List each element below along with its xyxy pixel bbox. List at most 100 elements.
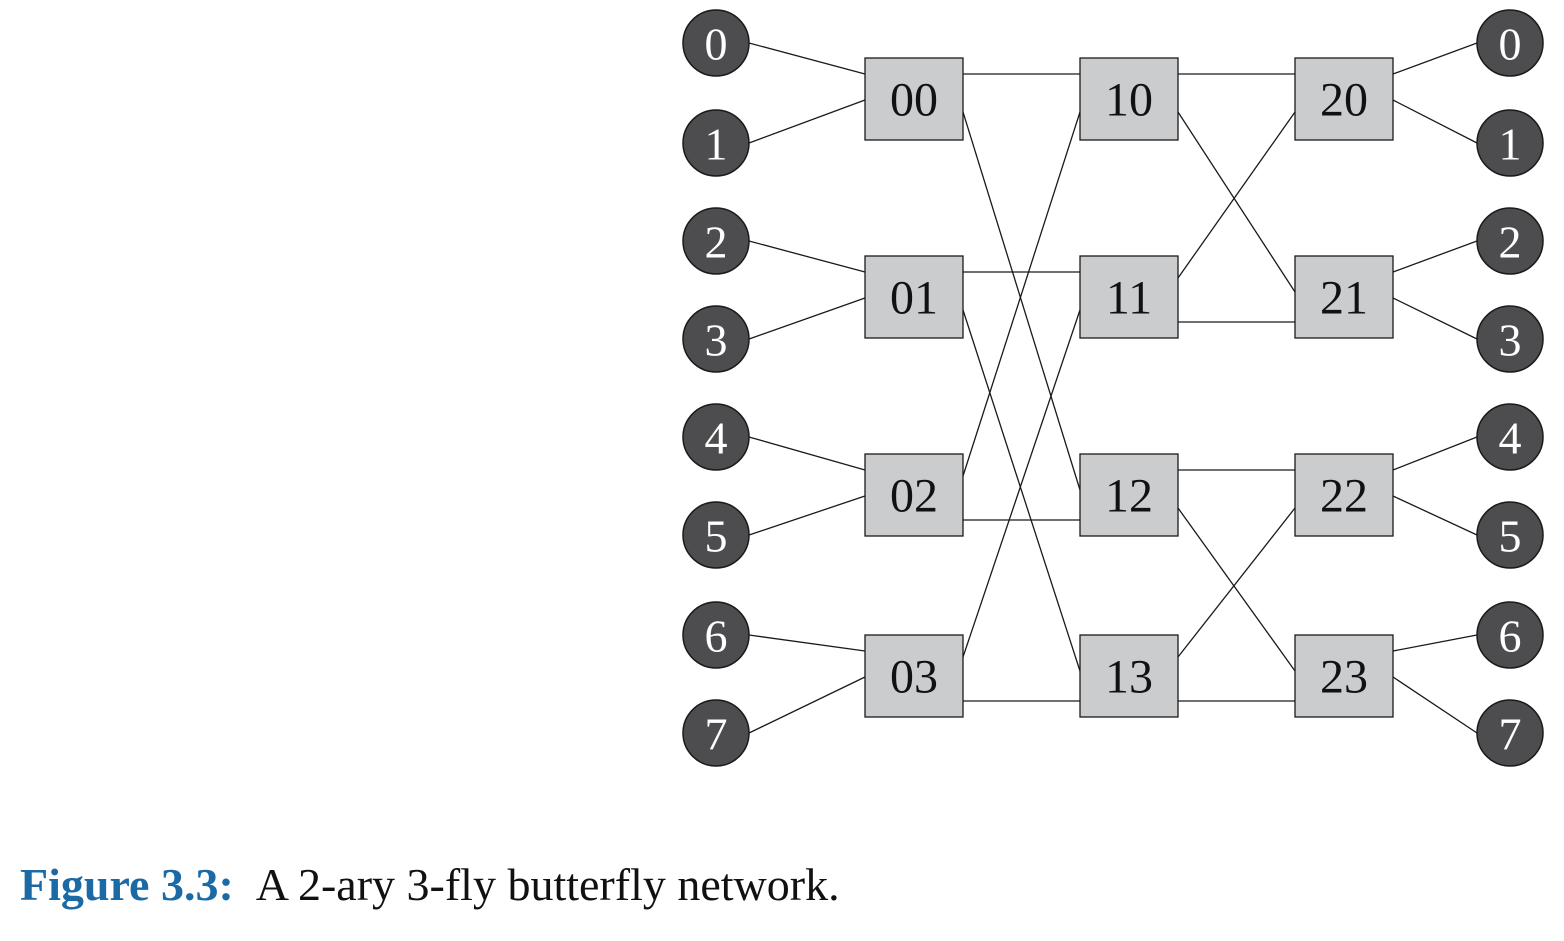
- input-terminal-1: 1: [682, 109, 750, 177]
- output-edge: [1392, 495, 1478, 536]
- switch-label: 10: [1105, 74, 1153, 127]
- link-03-11: [962, 309, 1081, 658]
- terminal-circle: [682, 403, 750, 471]
- terminal-label: 1: [705, 119, 728, 170]
- switch-label: 01: [890, 272, 938, 325]
- switch-box: [864, 255, 964, 339]
- terminal-label: 4: [705, 413, 728, 464]
- terminal-circle: [682, 699, 750, 767]
- switch-label: 02: [890, 470, 938, 523]
- caption-text: A 2-ary 3-fly butterfly network.: [255, 859, 840, 910]
- output-terminal-7: 7: [1476, 699, 1544, 767]
- link-12-23: [1177, 507, 1296, 672]
- output-edge: [1392, 42, 1478, 75]
- terminal-label: 1: [1499, 119, 1522, 170]
- terminal-label: 3: [705, 315, 728, 366]
- input-terminal-4: 4: [682, 403, 750, 471]
- terminal-label: 0: [705, 19, 728, 70]
- terminal-circle: [1476, 699, 1544, 767]
- terminal-circle: [682, 601, 750, 669]
- terminal-label: 5: [705, 511, 728, 562]
- switch-label: 22: [1320, 470, 1368, 523]
- switch-label: 23: [1320, 651, 1368, 704]
- output-terminal-6: 6: [1476, 601, 1544, 669]
- output-terminal-4: 4: [1476, 403, 1544, 471]
- terminal-label: 4: [1499, 413, 1522, 464]
- input-edge: [748, 42, 866, 75]
- terminal-circle: [1476, 403, 1544, 471]
- output-edge: [1392, 297, 1478, 340]
- terminal-circle: [682, 501, 750, 569]
- switch-10: 10: [1079, 57, 1179, 141]
- switch-label: 00: [890, 74, 938, 127]
- link-13-22: [1177, 507, 1296, 658]
- switch-box: [1294, 255, 1394, 339]
- terminal-circle: [1476, 207, 1544, 275]
- switch-box: [864, 634, 964, 718]
- output-edge: [1392, 634, 1478, 652]
- input-terminal-7: 7: [682, 699, 750, 767]
- output-terminal-3: 3: [1476, 305, 1544, 373]
- terminal-circle: [1476, 305, 1544, 373]
- input-edge: [748, 436, 866, 471]
- input-terminal-6: 6: [682, 601, 750, 669]
- output-edge: [1392, 99, 1478, 144]
- input-terminal-5: 5: [682, 501, 750, 569]
- switch-box: [864, 57, 964, 141]
- switch-label: 21: [1320, 272, 1368, 325]
- switch-label: 11: [1106, 272, 1152, 325]
- terminal-circle: [682, 109, 750, 177]
- switch-box: [1079, 57, 1179, 141]
- input-terminal-0: 0: [682, 9, 750, 77]
- link-11-20: [1177, 111, 1296, 279]
- terminal-circle: [682, 305, 750, 373]
- terminal-circle: [1476, 501, 1544, 569]
- output-edge: [1392, 436, 1478, 471]
- edges: [748, 42, 1478, 734]
- terminal-circle: [1476, 601, 1544, 669]
- switch-box: [1079, 634, 1179, 718]
- switch-box: [1079, 255, 1179, 339]
- switch-box: [1294, 634, 1394, 718]
- caption-label: Figure 3.3:: [20, 859, 234, 910]
- output-terminal-5: 5: [1476, 501, 1544, 569]
- terminal-label: 0: [1499, 19, 1522, 70]
- input-terminal-3: 3: [682, 305, 750, 373]
- output-terminal-0: 0: [1476, 9, 1544, 77]
- switch-label: 03: [890, 651, 938, 704]
- link-00-12: [962, 111, 1081, 491]
- switch-label: 20: [1320, 74, 1368, 127]
- terminal-label: 2: [1499, 217, 1522, 268]
- terminal-circle: [682, 207, 750, 275]
- output-terminal-2: 2: [1476, 207, 1544, 275]
- input-edge: [748, 634, 866, 652]
- terminal-label: 2: [705, 217, 728, 268]
- terminal-label: 3: [1499, 315, 1522, 366]
- switch-03: 03: [864, 634, 964, 718]
- switch-box: [1079, 453, 1179, 537]
- switch-12: 12: [1079, 453, 1179, 537]
- terminal-label: 6: [705, 611, 728, 662]
- output-edge: [1392, 240, 1478, 273]
- switch-22: 22: [1294, 453, 1394, 537]
- switch-01: 01: [864, 255, 964, 339]
- switch-20: 20: [1294, 57, 1394, 141]
- input-edge: [748, 240, 866, 273]
- terminal-circle: [1476, 109, 1544, 177]
- input-edge: [748, 99, 866, 144]
- link-01-13: [962, 309, 1081, 672]
- switch-23: 23: [1294, 634, 1394, 718]
- switch-label: 12: [1105, 470, 1153, 523]
- switch-11: 11: [1079, 255, 1179, 339]
- terminal-label: 7: [1499, 709, 1522, 760]
- terminal-label: 6: [1499, 611, 1522, 662]
- switch-00: 00: [864, 57, 964, 141]
- switch-21: 21: [1294, 255, 1394, 339]
- switch-box: [864, 453, 964, 537]
- switch-02: 02: [864, 453, 964, 537]
- terminal-label: 5: [1499, 511, 1522, 562]
- switch-box: [1294, 453, 1394, 537]
- switch-box: [1294, 57, 1394, 141]
